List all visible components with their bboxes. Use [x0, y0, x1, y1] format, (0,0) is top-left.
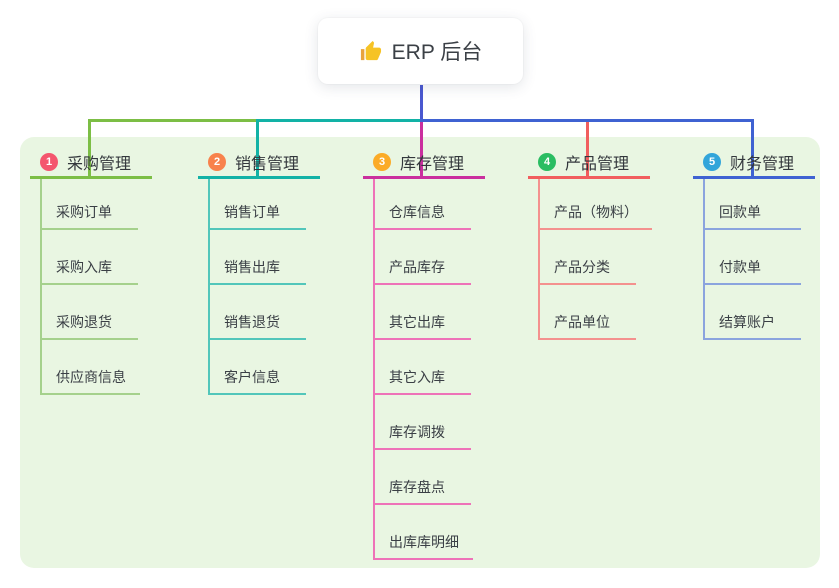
- branch-number-badge: 2: [208, 153, 226, 171]
- branch-number-badge: 1: [40, 153, 58, 171]
- branch-label: 采购管理: [67, 156, 132, 173]
- branches-background-panel: [20, 137, 820, 568]
- branch-spine-line: [538, 179, 540, 340]
- child-node-结算账户[interactable]: 结算账户: [703, 313, 801, 340]
- branch-node-财务管理[interactable]: 5 财务管理: [693, 148, 815, 179]
- child-node-产品分类[interactable]: 产品分类: [538, 258, 636, 285]
- thumbs-up-icon: [359, 40, 382, 63]
- branch-drop-line: [751, 119, 754, 179]
- root-node[interactable]: ERP 后台: [318, 18, 523, 84]
- child-node-仓库信息[interactable]: 仓库信息: [373, 203, 471, 230]
- child-node-销售出库[interactable]: 销售出库: [208, 258, 306, 285]
- child-node-产品库存[interactable]: 产品库存: [373, 258, 471, 285]
- root-connector-line: [420, 85, 423, 119]
- branch-label: 产品管理: [565, 156, 630, 173]
- child-node-回款单[interactable]: 回款单: [703, 203, 801, 230]
- branch-drop-line: [420, 122, 423, 179]
- branch-drop-line: [586, 122, 589, 179]
- bus-segment-purchase: [88, 119, 259, 122]
- child-node-采购退货[interactable]: 采购退货: [40, 313, 138, 340]
- branch-drop-line: [256, 119, 259, 179]
- branch-spine-line: [40, 179, 42, 395]
- branch-label: 销售管理: [235, 156, 300, 173]
- branch-spine-line: [703, 179, 705, 340]
- branch-label: 库存管理: [400, 156, 465, 173]
- child-node-库存盘点[interactable]: 库存盘点: [373, 478, 471, 505]
- child-node-产品（物料）[interactable]: 产品（物料）: [538, 203, 652, 230]
- child-node-客户信息[interactable]: 客户信息: [208, 368, 306, 395]
- branch-node-销售管理[interactable]: 2 销售管理: [198, 148, 320, 179]
- branch-label: 财务管理: [730, 156, 795, 173]
- child-node-销售订单[interactable]: 销售订单: [208, 203, 306, 230]
- branch-node-库存管理[interactable]: 3 库存管理: [363, 148, 485, 179]
- root-node-label: ERP 后台: [391, 41, 483, 64]
- child-node-销售退货[interactable]: 销售退货: [208, 313, 306, 340]
- child-node-采购入库[interactable]: 采购入库: [40, 258, 138, 285]
- branch-spine-line: [208, 179, 210, 395]
- child-node-其它入库[interactable]: 其它入库: [373, 368, 471, 395]
- child-node-出库库明细[interactable]: 出库库明细: [373, 533, 473, 560]
- branch-number-badge: 5: [703, 153, 721, 171]
- child-node-采购订单[interactable]: 采购订单: [40, 203, 138, 230]
- bus-segment-sales: [256, 119, 423, 122]
- child-node-库存调拨[interactable]: 库存调拨: [373, 423, 471, 450]
- branch-spine-line: [373, 179, 375, 560]
- bus-segment-finance: [420, 119, 754, 122]
- branch-node-采购管理[interactable]: 1 采购管理: [30, 148, 152, 179]
- child-node-付款单[interactable]: 付款单: [703, 258, 801, 285]
- child-node-产品单位[interactable]: 产品单位: [538, 313, 636, 340]
- branch-drop-line: [88, 119, 91, 179]
- branch-number-badge: 4: [538, 153, 556, 171]
- branch-node-产品管理[interactable]: 4 产品管理: [528, 148, 650, 179]
- child-node-其它出库[interactable]: 其它出库: [373, 313, 471, 340]
- child-node-供应商信息[interactable]: 供应商信息: [40, 368, 140, 395]
- branch-number-badge: 3: [373, 153, 391, 171]
